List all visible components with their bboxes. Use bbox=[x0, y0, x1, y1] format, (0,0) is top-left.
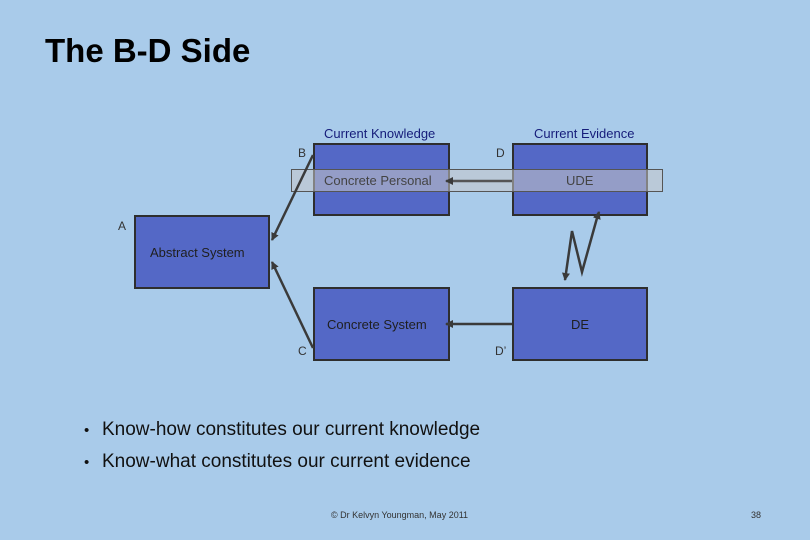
page-number: 38 bbox=[751, 510, 762, 520]
footer-copyright: © Dr Kelvyn Youngman, May 2011 bbox=[331, 510, 469, 520]
letter-d: D bbox=[496, 146, 505, 160]
letter-b: B bbox=[298, 146, 307, 160]
label-ude: UDE bbox=[566, 173, 594, 188]
box-abstract-system bbox=[134, 215, 270, 289]
letter-c: C bbox=[298, 344, 307, 358]
bullet-item: Know-what constitutes our current eviden… bbox=[84, 446, 480, 478]
header-current-evidence: Current Evidence bbox=[534, 126, 635, 141]
arrow-c-to-a bbox=[270, 261, 315, 349]
arrow-lightning-head-top bbox=[592, 211, 601, 220]
letter-a: A bbox=[118, 219, 127, 233]
label-de: DE bbox=[571, 317, 590, 332]
arrow-b-to-a bbox=[270, 154, 315, 241]
box-de bbox=[512, 287, 648, 361]
bullet-item: Know-how constitutes our current knowled… bbox=[84, 414, 480, 446]
header-current-knowledge: Current Knowledge bbox=[324, 126, 436, 141]
bullet-list: Know-how constitutes our current knowled… bbox=[84, 414, 480, 478]
slide-title: The B-D Side bbox=[45, 32, 251, 69]
label-concrete-personal: Concrete Personal bbox=[324, 173, 432, 188]
letter-d-prime: D’ bbox=[495, 344, 507, 358]
label-concrete-system: Concrete System bbox=[327, 317, 427, 332]
label-abstract-system: Abstract System bbox=[150, 245, 245, 260]
arrow-lightning-ude-de bbox=[562, 217, 599, 281]
